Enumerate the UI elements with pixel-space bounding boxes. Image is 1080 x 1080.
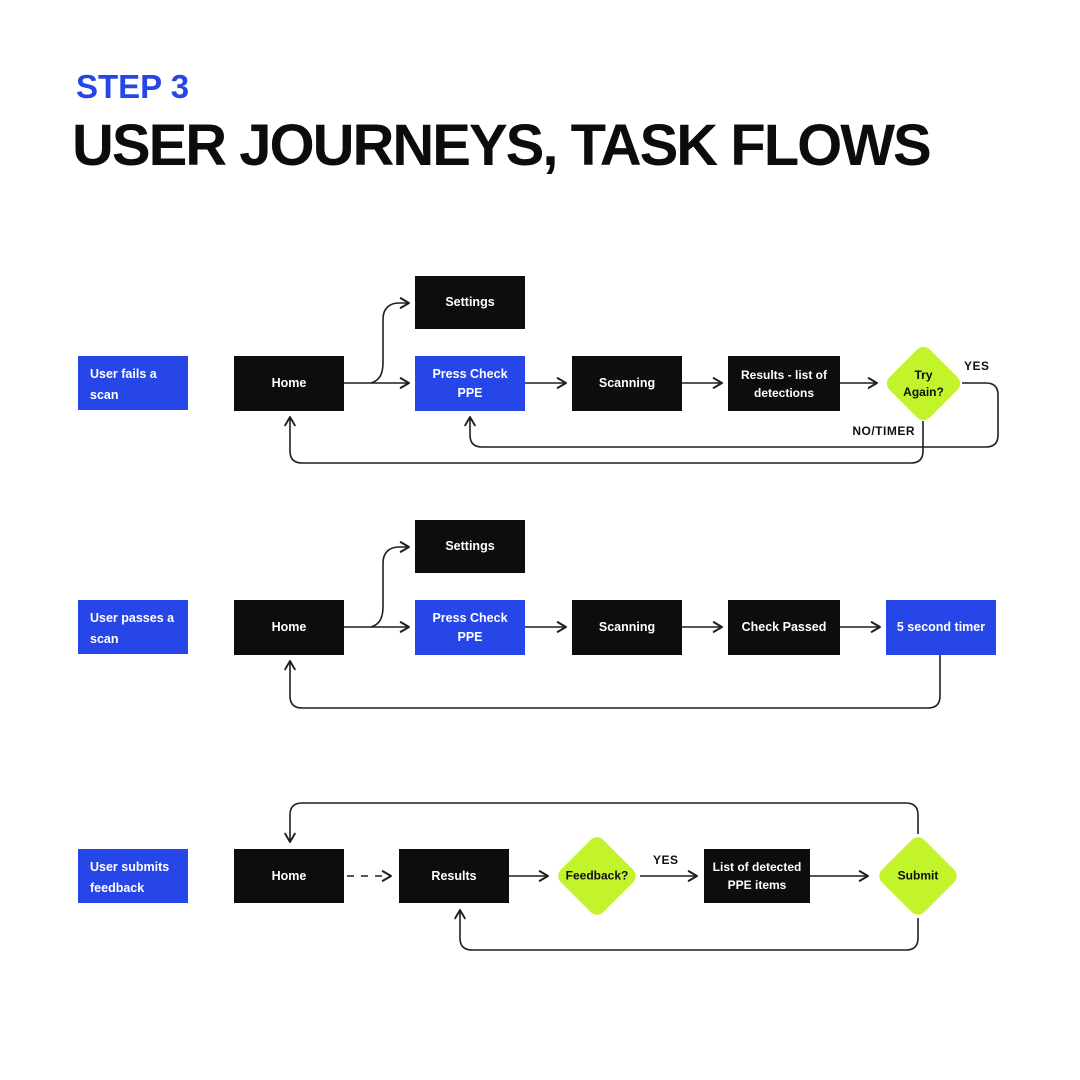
edge-no-timer-loop-1 [284, 416, 924, 464]
edge-label-no-timer-1: NO/TIMER [852, 424, 915, 438]
node-results-3: Results [399, 849, 509, 903]
node-home-3: Home [234, 849, 344, 903]
edge-submit-home-loop-3 [284, 802, 919, 843]
page-title: USER JOURNEYS, TASK FLOWS [72, 113, 932, 178]
edge-yes-loop-1 [464, 382, 999, 448]
edge-home-settings-2 [370, 541, 410, 628]
node-scanning-1: Scanning [572, 356, 682, 411]
node-settings-2: Settings [415, 520, 525, 573]
journey-label-fails-scan: User fails a scan [78, 356, 188, 410]
edge-timer-home-loop-2 [284, 655, 941, 709]
node-press-check-ppe-2: Press Check PPE [415, 600, 525, 655]
journey-label-submits-feedback: User submits feedback [78, 849, 188, 903]
node-home-2: Home [234, 600, 344, 655]
node-settings-1: Settings [415, 276, 525, 329]
edge-submit-results-loop-3 [454, 909, 919, 951]
node-press-check-ppe-1: Press Check PPE [415, 356, 525, 411]
edge-label-yes-3: YES [653, 853, 679, 867]
edge-home-settings-1 [370, 297, 410, 384]
node-home-1: Home [234, 356, 344, 411]
node-scanning-2: Scanning [572, 600, 682, 655]
journey-label-passes-scan: User passes a scan [78, 600, 188, 654]
edge-label-yes-1: YES [964, 359, 990, 373]
node-five-second-timer-2: 5 second timer [886, 600, 996, 655]
node-results-detections-1: Results - list of detections [728, 356, 840, 411]
step-label: STEP 3 [76, 68, 190, 105]
node-check-passed-2: Check Passed [728, 600, 840, 655]
node-detected-ppe-list-3: List of detected PPE items [704, 849, 810, 903]
